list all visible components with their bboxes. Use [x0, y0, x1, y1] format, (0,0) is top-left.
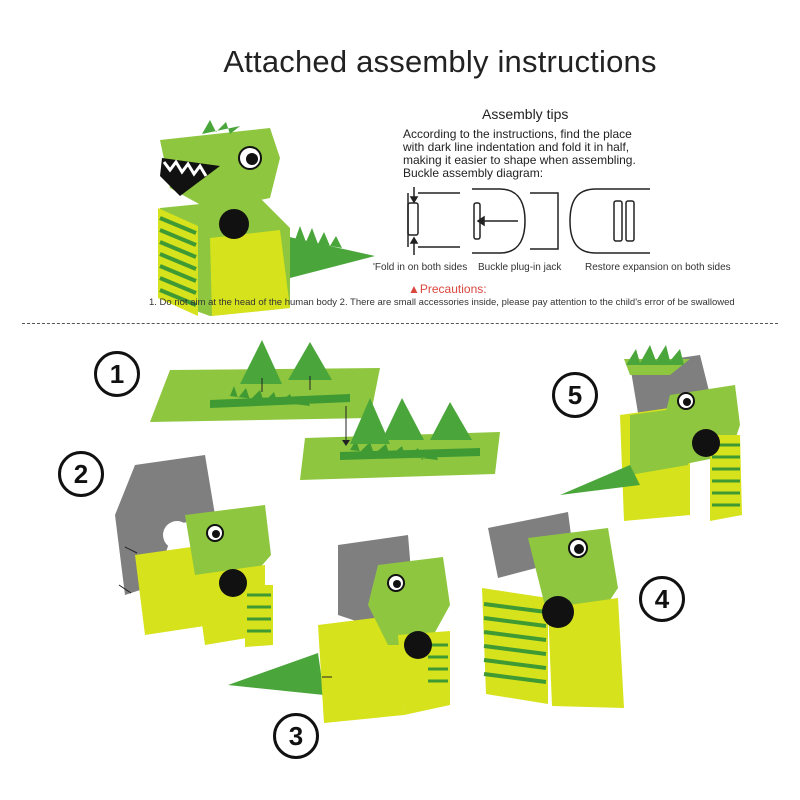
assembly-tip-line: making it easier to shape when assemblin… — [403, 153, 636, 167]
step-number-4: 4 — [639, 576, 685, 622]
restore-expansion-diagram — [569, 188, 650, 254]
fold-in-caption: 'Fold in on both sides — [373, 262, 468, 273]
fold-in-diagram — [407, 187, 460, 255]
precautions-heading: ▲Precautions: — [408, 282, 487, 296]
step-4-dinosaur — [482, 512, 624, 708]
assembly-tip-line: Buckle assembly diagram: — [403, 166, 544, 180]
step-3-dinosaur — [228, 535, 450, 723]
buckle-assembly-diagram — [407, 187, 650, 255]
precautions-text: 1. Do not aim at the head of the human b… — [149, 297, 735, 308]
step-number-1: 1 — [94, 351, 140, 397]
assembly-tips-heading: Assembly tips — [482, 106, 569, 122]
page-title: Attached assembly instructions — [223, 44, 657, 79]
section-divider — [22, 323, 778, 324]
step-number-2: 2 — [58, 451, 104, 497]
step-number-3: 3 — [273, 713, 319, 759]
restore-expansion-caption: Restore expansion on both sides — [585, 262, 731, 273]
step-2-dinosaur — [115, 455, 273, 647]
step-number-5: 5 — [552, 372, 598, 418]
step-1-spike-sheets — [150, 340, 500, 480]
step-5-dinosaur — [560, 345, 742, 521]
hero-dinosaur-illustration — [158, 120, 375, 316]
buckle-plug-diagram — [472, 188, 559, 254]
assembly-tip-line: with dark line indentation and fold it i… — [403, 140, 630, 154]
assembly-tip-line: According to the instructions, find the … — [403, 127, 632, 141]
buckle-plug-caption: Buckle plug-in jack — [478, 262, 562, 273]
